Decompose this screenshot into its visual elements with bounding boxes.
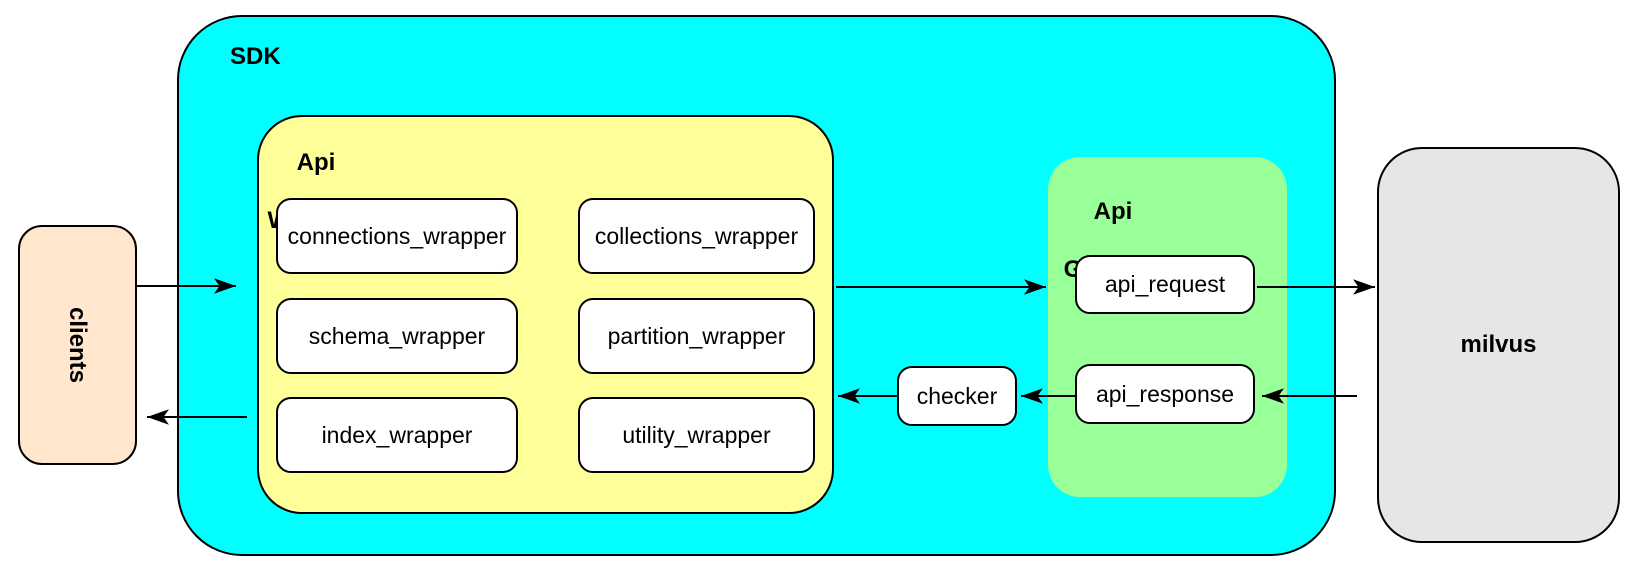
milvus-label: milvus xyxy=(1460,331,1537,358)
collections-wrapper-label: collections_wrapper xyxy=(594,222,799,249)
api-response-label: api_response xyxy=(1095,380,1235,407)
clients-node: clients xyxy=(18,225,137,465)
partition-wrapper-node: partition_wrapper xyxy=(578,298,815,374)
checker-node: checker xyxy=(897,366,1017,426)
index-wrapper-node: index_wrapper xyxy=(276,397,518,473)
utility-wrapper-node: utility_wrapper xyxy=(578,397,815,473)
index-wrapper-label: index_wrapper xyxy=(321,421,473,448)
connections-wrapper-node: connections_wrapper xyxy=(276,198,518,274)
schema-wrapper-node: schema_wrapper xyxy=(276,298,518,374)
collections-wrapper-node: collections_wrapper xyxy=(578,198,815,274)
api-wrapper-container: Api Wrapper connections_wrapper collecti… xyxy=(257,115,834,514)
utility-wrapper-label: utility_wrapper xyxy=(622,421,771,448)
clients-label: clients xyxy=(64,306,92,384)
checker-label: checker xyxy=(916,382,998,409)
sdk-container: SDK Api Wrapper connections_wrapper coll… xyxy=(177,15,1336,556)
api-gateway-label-line1: Api xyxy=(1093,198,1133,225)
sdk-label: SDK xyxy=(230,43,281,70)
connections-wrapper-label: connections_wrapper xyxy=(287,222,507,249)
api-gateway-container: Api Gateway api_request api_response xyxy=(1048,157,1287,497)
api-wrapper-label-line1: Api xyxy=(296,149,336,176)
api-request-label: api_request xyxy=(1104,271,1226,297)
api-response-node: api_response xyxy=(1075,364,1255,424)
partition-wrapper-label: partition_wrapper xyxy=(607,322,786,349)
milvus-node: milvus xyxy=(1377,147,1620,543)
schema-wrapper-label: schema_wrapper xyxy=(308,322,486,349)
api-request-node: api_request xyxy=(1075,255,1255,314)
